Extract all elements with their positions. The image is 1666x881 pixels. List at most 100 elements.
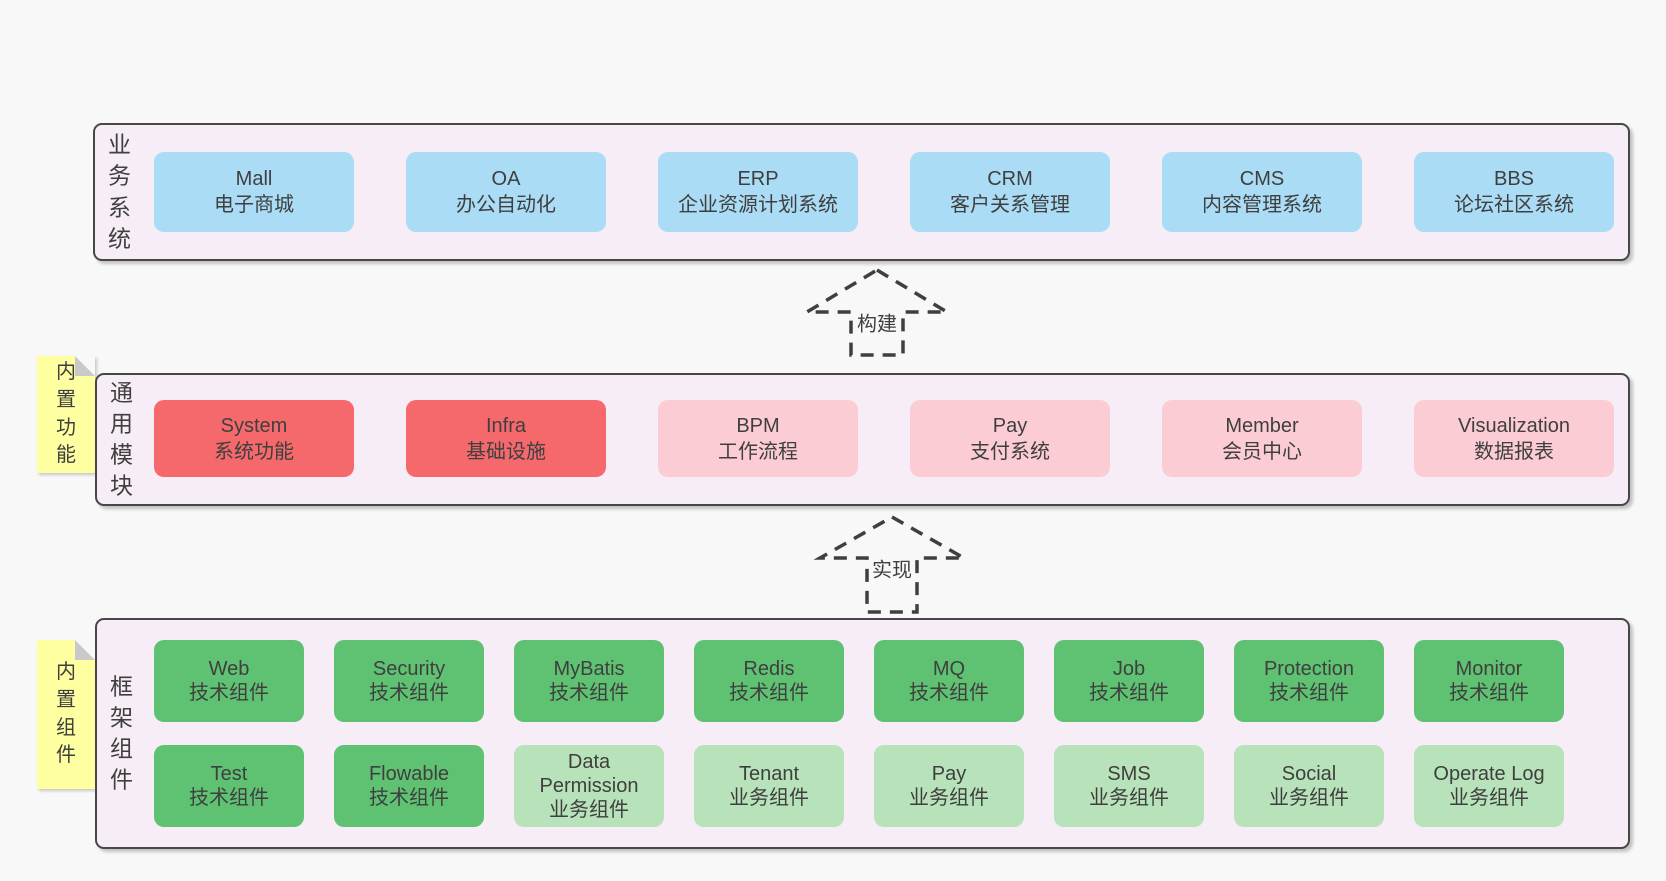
box-desc: 客户关系管理 bbox=[950, 194, 1070, 216]
box-system: System 系统功能 bbox=[154, 400, 354, 477]
box-operate-log: Operate Log 业务组件 bbox=[1414, 745, 1564, 827]
box-desc: 技术组件 bbox=[1269, 682, 1349, 704]
implement-arrow: 实现 bbox=[805, 507, 985, 617]
box-desc: 业务组件 bbox=[729, 787, 809, 809]
box-name: Data Permission bbox=[539, 751, 639, 797]
business-systems-container: 业务系统 Mall 电子商城 OA 办公自动化 ERP 企业资源计划系统 CRM… bbox=[93, 123, 1630, 261]
box-desc: 技术组件 bbox=[549, 682, 629, 704]
box-name: Test bbox=[210, 763, 248, 785]
box-desc: 业务组件 bbox=[549, 799, 629, 821]
box-crm: CRM 客户关系管理 bbox=[910, 152, 1110, 232]
box-name: Operate Log bbox=[1433, 763, 1545, 785]
folded-corner-icon bbox=[75, 356, 95, 376]
folded-corner-icon bbox=[75, 640, 95, 660]
box-desc: 技术组件 bbox=[1089, 682, 1169, 704]
box-desc: 内容管理系统 bbox=[1202, 194, 1322, 216]
box-visualization: Visualization 数据报表 bbox=[1414, 400, 1614, 477]
box-desc: 技术组件 bbox=[189, 682, 269, 704]
box-name: Security bbox=[372, 658, 446, 680]
box-mall: Mall 电子商城 bbox=[154, 152, 354, 232]
box-name: Infra bbox=[485, 414, 527, 437]
box-name: CRM bbox=[987, 168, 1033, 190]
box-desc: 技术组件 bbox=[189, 787, 269, 809]
box-oa: OA 办公自动化 bbox=[406, 152, 606, 232]
box-desc: 数据报表 bbox=[1474, 440, 1554, 463]
box-bbs: BBS 论坛社区系统 bbox=[1414, 152, 1614, 232]
sticky-label: 内置组件 bbox=[56, 661, 76, 767]
box-name: BBS bbox=[1493, 168, 1535, 190]
implement-arrow-label: 实现 bbox=[869, 552, 915, 584]
box-desc: 系统功能 bbox=[214, 440, 294, 463]
box-mq: MQ 技术组件 bbox=[874, 640, 1024, 722]
box-name: System bbox=[220, 414, 288, 437]
box-name: SMS bbox=[1107, 763, 1151, 785]
box-name: ERP bbox=[737, 168, 779, 190]
framework-components-container: 框架组件 Web 技术组件 Security 技术组件 MyBatis 技术组件… bbox=[95, 618, 1630, 849]
box-desc: 工作流程 bbox=[718, 440, 798, 463]
box-name: Job bbox=[1112, 658, 1146, 680]
layer-label-business-systems: 业务系统 bbox=[108, 131, 131, 252]
box-desc: 业务组件 bbox=[909, 787, 989, 809]
box-name: Monitor bbox=[1455, 658, 1523, 680]
box-name: Visualization bbox=[1458, 414, 1570, 437]
box-name: CMS bbox=[1239, 168, 1285, 190]
box-name: Pay bbox=[931, 763, 967, 785]
box-test: Test 技术组件 bbox=[154, 745, 304, 827]
box-pay: Pay 支付系统 bbox=[910, 400, 1110, 477]
box-social: Social 业务组件 bbox=[1234, 745, 1384, 827]
sticky-note-built-in-functions: 内置功能 bbox=[37, 356, 95, 473]
box-desc: 基础设施 bbox=[466, 440, 546, 463]
layer-label-common-modules: 通用模块 bbox=[110, 378, 133, 499]
box-bpm: BPM 工作流程 bbox=[658, 400, 858, 477]
box-name: Web bbox=[208, 658, 250, 680]
box-desc: 技术组件 bbox=[729, 682, 809, 704]
box-protection: Protection 技术组件 bbox=[1234, 640, 1384, 722]
box-name: BPM bbox=[736, 414, 780, 437]
box-desc: 技术组件 bbox=[369, 787, 449, 809]
box-web: Web 技术组件 bbox=[154, 640, 304, 722]
box-name: Flowable bbox=[368, 763, 450, 785]
box-name: Tenant bbox=[738, 763, 800, 785]
box-desc: 技术组件 bbox=[1449, 682, 1529, 704]
box-name: MyBatis bbox=[553, 658, 625, 680]
box-desc: 业务组件 bbox=[1089, 787, 1169, 809]
box-desc: 会员中心 bbox=[1222, 440, 1302, 463]
box-data-permission: Data Permission 业务组件 bbox=[514, 745, 664, 827]
box-job: Job 技术组件 bbox=[1054, 640, 1204, 722]
build-arrow: 构建 bbox=[790, 260, 965, 360]
box-name: Mall bbox=[235, 168, 273, 190]
common-modules-container: 通用模块 System 系统功能 Infra 基础设施 BPM 工作流程 Pay… bbox=[95, 373, 1630, 506]
box-cms: CMS 内容管理系统 bbox=[1162, 152, 1362, 232]
box-desc: 技术组件 bbox=[909, 682, 989, 704]
sticky-note-built-in-components: 内置组件 bbox=[37, 640, 95, 789]
box-redis: Redis 技术组件 bbox=[694, 640, 844, 722]
box-flowable: Flowable 技术组件 bbox=[334, 745, 484, 827]
box-mybatis: MyBatis 技术组件 bbox=[514, 640, 664, 722]
box-name: Member bbox=[1225, 414, 1299, 437]
layer-label-framework-components: 框架组件 bbox=[110, 672, 133, 793]
box-security: Security 技术组件 bbox=[334, 640, 484, 722]
box-desc: 业务组件 bbox=[1449, 787, 1529, 809]
box-infra: Infra 基础设施 bbox=[406, 400, 606, 477]
box-desc: 论坛社区系统 bbox=[1454, 194, 1574, 216]
box-pay-business: Pay 业务组件 bbox=[874, 745, 1024, 827]
build-arrow-label: 构建 bbox=[854, 306, 900, 338]
box-member: Member 会员中心 bbox=[1162, 400, 1362, 477]
box-desc: 业务组件 bbox=[1269, 787, 1349, 809]
box-desc: 支付系统 bbox=[970, 440, 1050, 463]
box-desc: 电子商城 bbox=[214, 194, 294, 216]
box-name: MQ bbox=[932, 658, 966, 680]
box-name: Pay bbox=[992, 414, 1028, 437]
box-tenant: Tenant 业务组件 bbox=[694, 745, 844, 827]
box-erp: ERP 企业资源计划系统 bbox=[658, 152, 858, 232]
box-sms: SMS 业务组件 bbox=[1054, 745, 1204, 827]
box-desc: 办公自动化 bbox=[456, 194, 556, 216]
box-name: Social bbox=[1281, 763, 1337, 785]
box-desc: 技术组件 bbox=[369, 682, 449, 704]
box-name: Redis bbox=[743, 658, 795, 680]
box-name: OA bbox=[491, 168, 521, 190]
box-monitor: Monitor 技术组件 bbox=[1414, 640, 1564, 722]
box-desc: 企业资源计划系统 bbox=[678, 194, 838, 216]
box-name: Protection bbox=[1263, 658, 1355, 680]
sticky-label: 内置功能 bbox=[56, 361, 76, 467]
